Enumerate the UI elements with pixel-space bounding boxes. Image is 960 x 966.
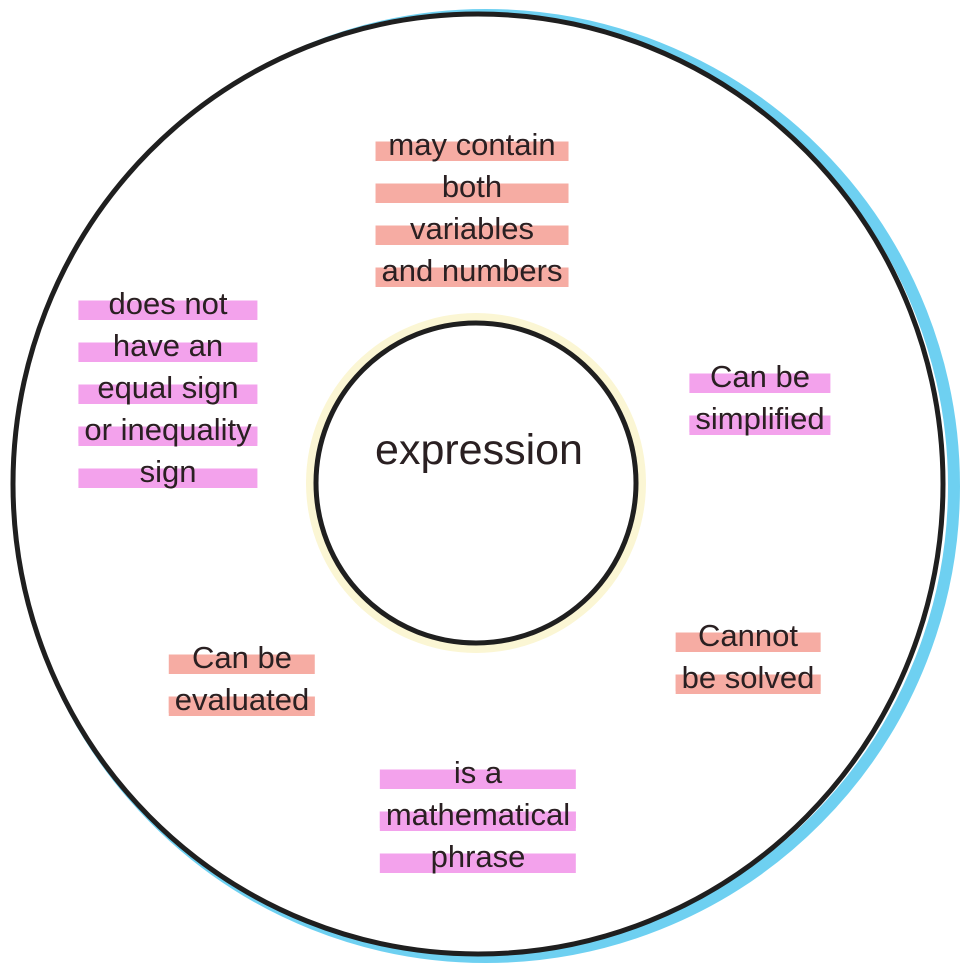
inner-circle-fill	[316, 323, 636, 643]
note-bottom: is a mathematical phrase	[379, 752, 577, 878]
note-bottom-line-3: phrase	[424, 839, 532, 874]
note-left-lower-line-1: Can be	[186, 640, 298, 675]
inner-circle	[313, 320, 639, 646]
note-right-lower-line-2: be solved	[675, 660, 821, 695]
note-left-line-3: equal sign	[91, 370, 245, 405]
note-left-line-2: have an	[106, 328, 230, 363]
center-label: expression	[375, 426, 583, 474]
note-top-line-3: variables	[403, 211, 541, 246]
note-bottom-line-1: is a	[447, 755, 509, 790]
note-left-lower: Can be evaluated	[168, 637, 316, 721]
note-top-line-1: may contain	[382, 127, 562, 162]
note-left: does not have an equal sign or inequalit…	[78, 283, 258, 493]
note-left-line-5: sign	[133, 454, 203, 489]
note-right-upper-line-1: Can be	[704, 359, 816, 394]
note-bottom-line-2: mathematical	[379, 797, 577, 832]
note-left-line-1: does not	[102, 286, 234, 321]
note-right-lower: Cannot be solved	[675, 615, 821, 699]
note-right-upper: Can be simplified	[689, 356, 831, 440]
note-right-lower-line-1: Cannot	[692, 618, 804, 653]
note-left-line-4: or inequality	[78, 412, 258, 447]
note-right-upper-line-2: simplified	[689, 401, 831, 436]
note-top: may contain both variables and numbers	[375, 124, 569, 292]
note-left-lower-line-2: evaluated	[168, 682, 316, 717]
note-top-line-4: and numbers	[375, 253, 569, 288]
note-top-line-2: both	[435, 169, 509, 204]
